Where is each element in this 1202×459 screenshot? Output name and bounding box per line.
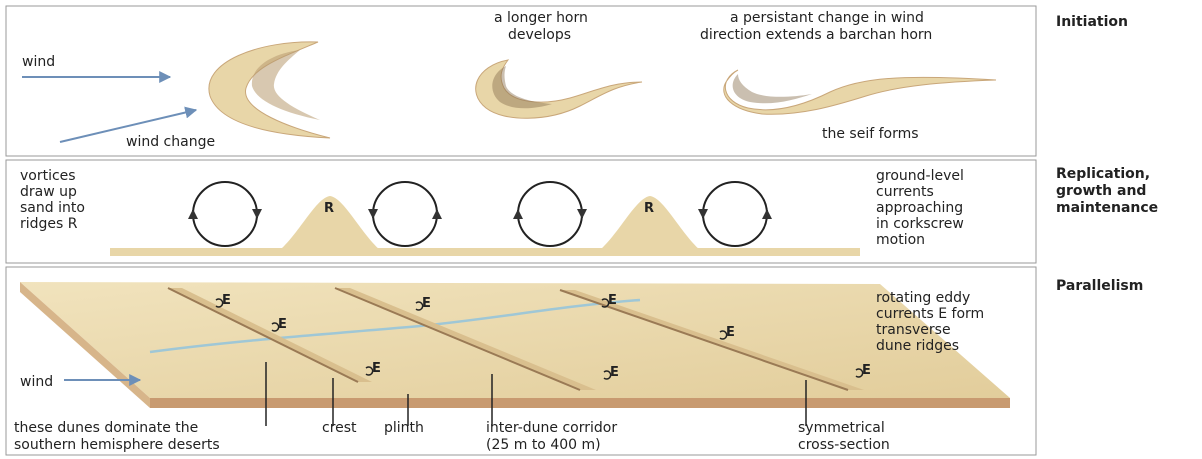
ground-currents-line1: ground-level xyxy=(876,168,964,184)
ground-currents-line3: approaching xyxy=(876,200,963,216)
wind-label: wind xyxy=(22,54,55,70)
persistent-change-line2: direction extends a barchan horn xyxy=(700,27,932,43)
cross-section-line2: cross-section xyxy=(798,437,890,453)
stage-replication-line3: maintenance xyxy=(1056,200,1158,216)
stage-replication-line1: Replication, xyxy=(1056,166,1150,182)
ridge-label-1: R xyxy=(324,201,334,216)
longer-horn-line2: develops xyxy=(508,27,571,43)
ground-currents-line4: in corkscrew xyxy=(876,216,964,232)
stage-replication-line2: growth and xyxy=(1056,183,1146,199)
svg-text:E: E xyxy=(222,293,231,308)
svg-text:E: E xyxy=(278,317,287,332)
desert-slab-top xyxy=(20,282,1010,398)
eddy-text-line3: transverse xyxy=(876,322,951,338)
vortices-line4: ridges R xyxy=(20,216,78,232)
seif-forms-label: the seif forms xyxy=(822,126,919,142)
cross-section-line1: symmetrical xyxy=(798,420,885,436)
svg-text:E: E xyxy=(726,325,735,340)
southern-line2: southern hemisphere deserts xyxy=(14,437,220,453)
vortices-line2: draw up xyxy=(20,184,77,200)
wind-change-label: wind change xyxy=(126,134,215,150)
southern-line1: these dunes dominate the xyxy=(14,420,198,436)
longer-horn-line1: a longer horn xyxy=(494,10,588,26)
ground-currents-line5: motion xyxy=(876,232,925,248)
eddy-text-line1: rotating eddy xyxy=(876,290,970,306)
vortices-line1: vortices xyxy=(20,168,76,184)
vortices-line3: sand into xyxy=(20,200,85,216)
svg-text:E: E xyxy=(608,293,617,308)
svg-text:E: E xyxy=(372,361,381,376)
svg-text:E: E xyxy=(422,296,431,311)
svg-text:E: E xyxy=(862,363,871,378)
ground-currents-line2: currents xyxy=(876,184,934,200)
svg-text:E: E xyxy=(610,365,619,380)
ground-strip xyxy=(110,248,860,256)
stage-initiation: Initiation xyxy=(1056,14,1128,30)
stage-parallelism: Parallelism xyxy=(1056,278,1143,294)
wind-label-parallelism: wind xyxy=(20,374,53,390)
persistent-change-line1: a persistant change in wind xyxy=(730,10,924,26)
desert-slab-front xyxy=(150,398,1010,408)
ridge-label-2: R xyxy=(644,201,654,216)
eddy-text-line4: dune ridges xyxy=(876,338,959,354)
corridor-line2: (25 m to 400 m) xyxy=(486,437,601,453)
eddy-text-line2: currents E form xyxy=(876,306,984,322)
plinth-label: plinth xyxy=(384,420,424,436)
crest-label: crest xyxy=(322,420,357,436)
corridor-line1: inter-dune corridor xyxy=(486,420,617,436)
